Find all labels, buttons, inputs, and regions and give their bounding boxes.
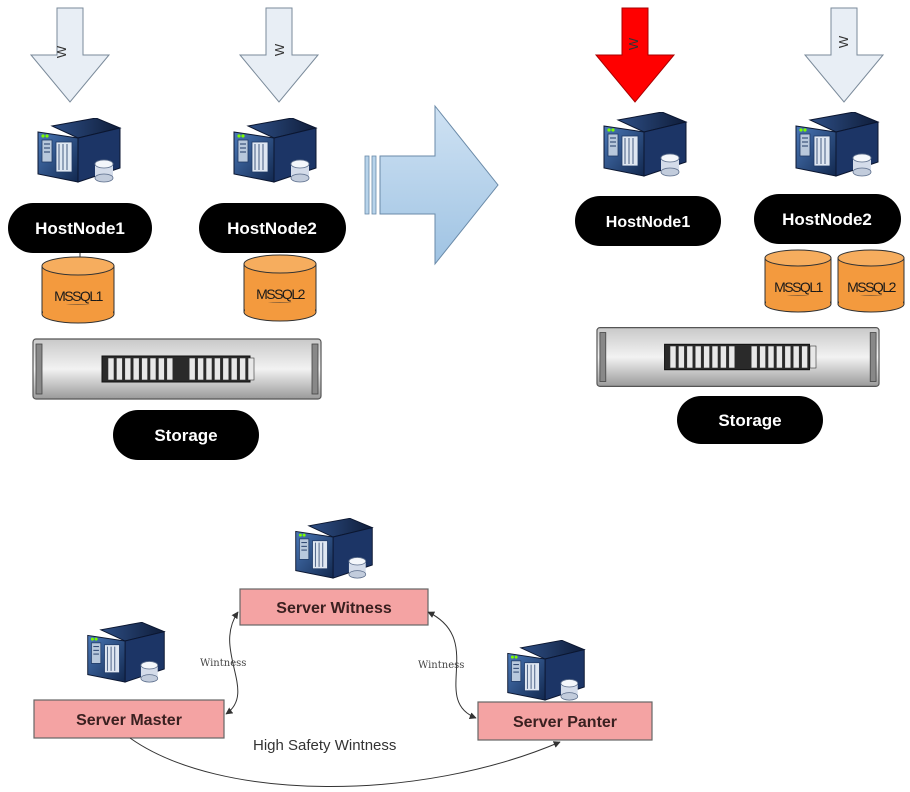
storage-pill: Storage [113,410,259,460]
database-icon: MSSQL2 [243,254,317,322]
server-panter-box: Server Panter [477,701,653,741]
down-arrow-icon: W [29,7,111,103]
master-panter-link [129,737,561,787]
server-icon [507,640,585,701]
down-arrow-icon: W [238,7,320,103]
svg-text:MSSQL1: MSSQL1 [54,288,104,304]
witness-master-link [225,611,239,715]
arrow-label: W [272,43,287,56]
svg-text:MSSQL1: MSSQL1 [774,279,824,295]
transition-arrow-icon [364,104,499,266]
arrow-label: W [836,35,851,48]
server-icon [37,118,121,183]
svg-text:HostNode1: HostNode1 [35,219,125,238]
storage-rack-icon [32,338,322,400]
server-icon [233,118,317,183]
svg-text:MSSQL2: MSSQL2 [847,279,897,295]
database-icon: MSSQL1 [41,253,115,324]
svg-text:HostNode2: HostNode2 [227,219,317,238]
rack-slots-right [669,345,817,369]
server-icon [603,112,687,177]
right-link-label: Wintness [418,660,464,671]
host-node-2-pill: HostNode2 [754,194,901,244]
arrow-label: W [626,37,641,50]
down-arrow-icon: W [803,7,885,103]
arrow-label: W [54,45,69,58]
svg-text:Server Witness: Server Witness [276,600,392,617]
rack-slots-left [107,357,255,381]
svg-text:HostNode1: HostNode1 [606,214,691,231]
witness-panter-link [427,611,477,719]
failed-down-arrow-icon: W [594,7,676,103]
server-master-box: Server Master [33,699,225,739]
svg-text:MSSQL2: MSSQL2 [256,286,306,302]
caption: High Safety Wintness [253,737,396,754]
server-icon [87,622,165,683]
host-node-2-pill: HostNode2 [199,203,346,253]
storage-rack-icon [596,327,880,387]
svg-text:HostNode2: HostNode2 [782,210,872,229]
svg-text:Server Master: Server Master [76,712,182,729]
svg-text:Storage: Storage [718,411,781,430]
database-icon: MSSQL1 [764,249,832,313]
storage-pill: Storage [677,396,823,444]
server-icon [295,518,373,579]
svg-text:Server Panter: Server Panter [513,714,617,731]
host-node-1-pill: HostNode1 [575,196,721,246]
host-node-1-pill: HostNode1 [8,203,152,253]
database-icon: MSSQL2 [837,249,905,313]
left-link-label: Wintness [200,658,246,669]
server-icon [795,112,879,177]
server-witness-box: Server Witness [239,588,429,626]
svg-text:Storage: Storage [154,426,217,445]
